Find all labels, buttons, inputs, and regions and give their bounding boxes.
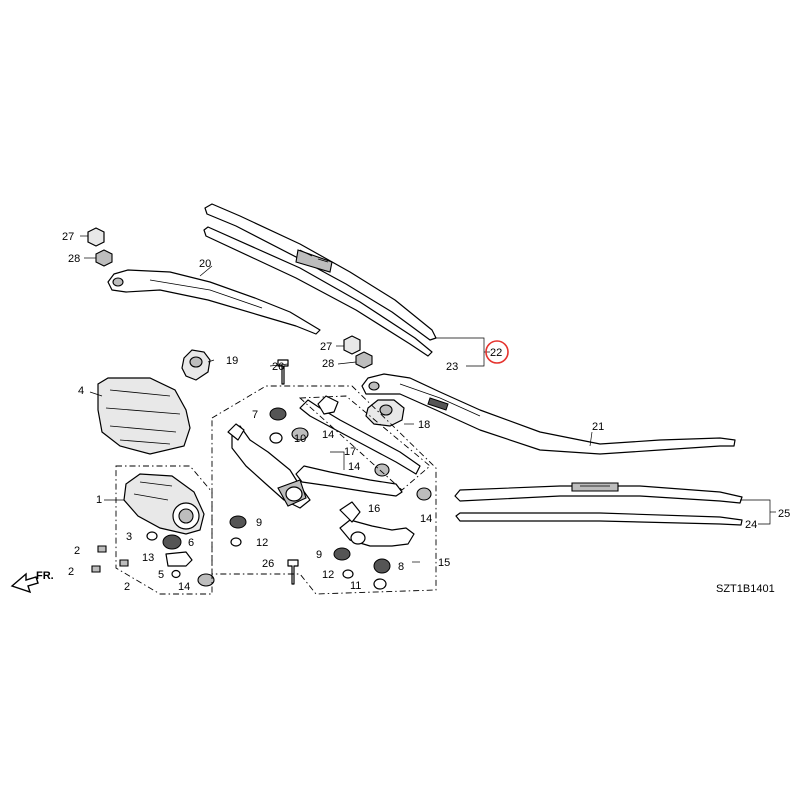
motor-group-outline [115, 465, 213, 595]
wiper-motor-cover[interactable] [97, 377, 191, 455]
callout-14: 14 [178, 581, 190, 593]
callout-25: 25 [778, 508, 790, 520]
callout-1: 1 [96, 494, 102, 506]
front-direction-arrow: FR. [10, 570, 54, 594]
callout-9: 9 [316, 549, 322, 561]
wiper-blade-driver[interactable] [204, 203, 437, 341]
callout-6: 6 [188, 537, 194, 549]
callout-2: 2 [74, 545, 80, 557]
leader-lines [80, 235, 776, 563]
front-direction-label: FR. [36, 570, 54, 582]
callout-2: 2 [68, 566, 74, 578]
linkage-assembly[interactable] [227, 395, 421, 547]
callout-28: 28 [322, 358, 334, 370]
callout-4: 4 [78, 385, 84, 397]
callout-27: 27 [320, 341, 332, 353]
callout-21: 21 [592, 421, 604, 433]
pivot-cap-driver[interactable] [181, 349, 211, 381]
hardware-parts [87, 227, 432, 590]
wiper-rubber-passenger[interactable] [455, 512, 743, 526]
pivot-cap-passenger[interactable] [365, 399, 405, 427]
callout-9: 9 [256, 517, 262, 529]
link-rod-outline [298, 395, 431, 491]
wiper-blade-passenger[interactable] [454, 482, 743, 504]
callout-8: 8 [398, 561, 404, 573]
callout-27: 27 [62, 231, 74, 243]
linkage-group-outline [211, 385, 437, 595]
callout-22: 22 [490, 347, 502, 359]
wiper-arm-driver[interactable] [107, 269, 321, 335]
callout-13: 13 [142, 552, 154, 564]
callout-24: 24 [745, 519, 757, 531]
callout-16: 16 [368, 503, 380, 515]
callout-labels: 27 28 20 27 28 26 19 23 22 4 18 21 7 14 … [62, 231, 790, 593]
callout-11: 11 [350, 580, 361, 592]
callout-7: 7 [252, 409, 258, 421]
callout-23: 23 [446, 361, 458, 373]
callout-17: 17 [344, 446, 356, 458]
wiper-arm-passenger[interactable] [361, 373, 736, 455]
callout-2: 2 [124, 581, 130, 593]
callout-18: 18 [418, 419, 430, 431]
callout-12: 12 [256, 537, 268, 549]
callout-20: 20 [199, 258, 211, 270]
callout-28: 28 [68, 253, 80, 265]
callout-26: 26 [262, 558, 274, 570]
callout-26: 26 [272, 361, 284, 373]
callout-3: 3 [126, 531, 132, 543]
wiper-motor[interactable] [123, 473, 205, 535]
wiper-rubber-driver[interactable] [203, 226, 433, 357]
callout-19: 19 [226, 355, 238, 367]
callout-5: 5 [158, 569, 164, 581]
callout-14: 14 [420, 513, 432, 525]
callout-12: 12 [322, 569, 334, 581]
callout-10: 10 [294, 433, 306, 445]
highlight-circle [485, 340, 509, 364]
callout-14: 14 [348, 461, 360, 473]
callout-14: 14 [322, 429, 334, 441]
diagram-code: SZT1B1401 [716, 583, 775, 595]
callout-15: 15 [438, 557, 450, 569]
